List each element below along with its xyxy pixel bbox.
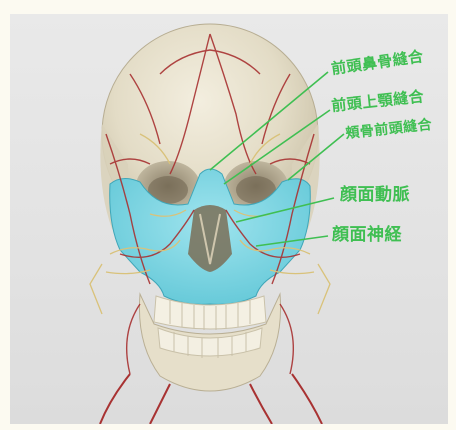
label-frontozygomatic-suture: 頬骨前頭縫合 <box>345 116 434 142</box>
anatomy-viewport: 前頭鼻骨縫合 前頭上顎縫合 頬骨前頭縫合 顔面動脈 顔面神経 <box>10 14 448 424</box>
skull-illustration: 前頭鼻骨縫合 前頭上顎縫合 頬骨前頭縫合 顔面動脈 顔面神経 <box>89 23 433 424</box>
label-frontomaxillary-suture: 前頭上顎縫合 <box>331 87 426 115</box>
label-frontonasal-suture: 前頭鼻骨縫合 <box>330 47 425 78</box>
label-facial-nerve: 顔面神経 <box>331 224 402 245</box>
label-facial-artery: 顔面動脈 <box>339 184 410 205</box>
highlighted-facial-bones <box>109 168 311 305</box>
neck-vessels <box>99 373 323 424</box>
facial-arteries <box>105 33 315 375</box>
mandible <box>138 292 282 392</box>
facial-nerves <box>89 133 331 315</box>
label-leader-lines <box>209 71 345 247</box>
anatomy-labels: 前頭鼻骨縫合 前頭上顎縫合 頬骨前頭縫合 顔面動脈 顔面神経 <box>330 47 433 245</box>
teeth-upper <box>153 295 267 330</box>
